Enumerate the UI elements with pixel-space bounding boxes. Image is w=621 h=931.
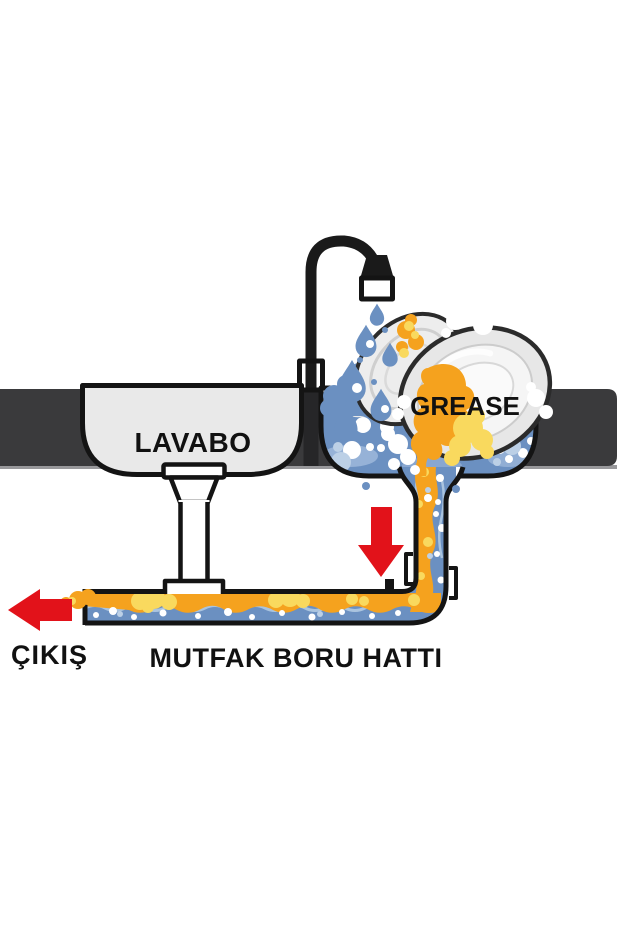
water-drops xyxy=(334,303,460,517)
grease-label: GREASE xyxy=(410,391,520,421)
left-arrow-icon xyxy=(8,589,72,631)
left-drain xyxy=(161,462,227,594)
back-plate-grease xyxy=(396,314,424,358)
exit-label: ÇIKIŞ xyxy=(11,640,88,670)
foam-bubbles xyxy=(377,310,553,475)
faucet-icon xyxy=(297,235,395,466)
pipe-run xyxy=(54,466,466,626)
pipe-sleeve-right xyxy=(449,566,458,600)
dirty-plates: GREASE xyxy=(353,310,553,476)
pipe-line-label: MUTFAK BORU HATTI xyxy=(150,643,443,673)
left-sink: LAVABO xyxy=(80,383,304,477)
faucet-collar xyxy=(297,358,325,393)
faucet-spout xyxy=(360,255,394,279)
left-sink-label: LAVABO xyxy=(134,427,251,458)
t-coupling xyxy=(162,578,226,594)
main-grease-blob xyxy=(410,364,494,476)
elbow-flange xyxy=(385,579,394,592)
faucet-nozzle xyxy=(359,275,395,302)
pipe-sleeve-left xyxy=(404,552,413,586)
down-arrow-icon xyxy=(358,507,404,577)
